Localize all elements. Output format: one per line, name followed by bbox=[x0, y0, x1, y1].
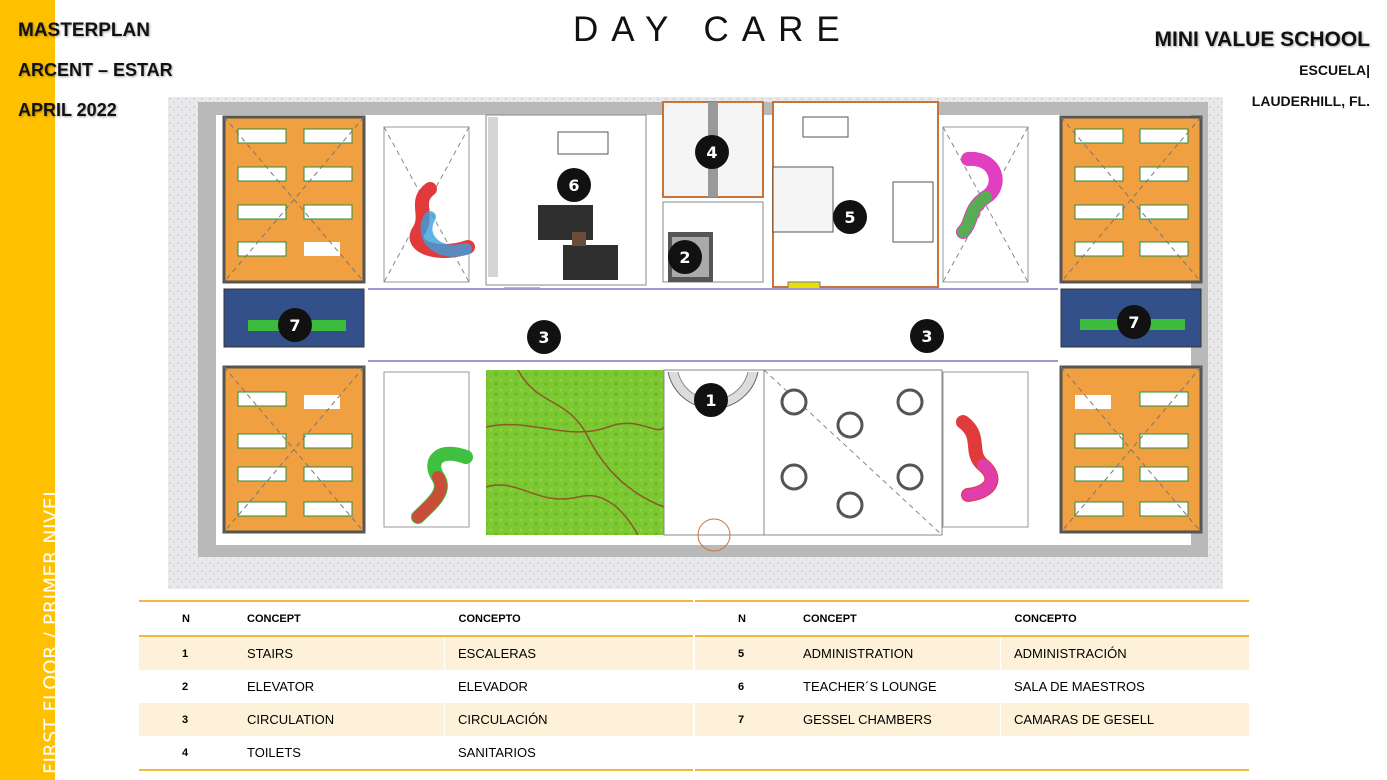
legend-concepto: CAMARAS DE GESELL bbox=[1000, 703, 1249, 736]
legend-row-empty bbox=[695, 736, 1249, 771]
legend-row: 4 TOILETS SANITARIOS bbox=[139, 736, 693, 771]
circulation-corridor bbox=[368, 289, 1058, 361]
legend-concept: GESSEL CHAMBERS bbox=[803, 703, 1001, 736]
administration-area bbox=[772, 101, 939, 299]
floor-label: FIRST FLOOR / PRIMER NIVEL bbox=[40, 485, 62, 774]
legend-row: 2 ELEVATOR ELEVADOR bbox=[139, 670, 693, 703]
legend-header-n: N bbox=[139, 600, 247, 637]
legend-row: 7 GESSEL CHAMBERS CAMARAS DE GESELL bbox=[695, 703, 1249, 736]
legend-number: 6 bbox=[738, 680, 745, 693]
page-title: DAY CARE bbox=[573, 10, 853, 49]
classroom-bottom-right bbox=[1059, 365, 1203, 534]
multipurpose-room bbox=[763, 369, 943, 536]
legend-table-left: N CONCEPT CONCEPTO 1 STAIRS ESCALERAS 2 … bbox=[139, 600, 693, 771]
school-type: ESCUELA| bbox=[1299, 62, 1370, 78]
classroom-top-left bbox=[222, 115, 366, 284]
svg-text:7: 7 bbox=[289, 316, 300, 335]
legend-header-concept: CONCEPT bbox=[247, 600, 445, 637]
marker-toilets: 4 bbox=[695, 135, 729, 169]
legend-concept bbox=[803, 736, 1001, 771]
marker-teachers-lounge: 6 bbox=[557, 168, 591, 202]
play-area-bottom-left bbox=[383, 371, 473, 528]
sidebar-band bbox=[0, 0, 55, 780]
legend-concept: STAIRS bbox=[247, 636, 445, 670]
school-name: MINI VALUE SCHOOL bbox=[1154, 28, 1370, 51]
legend-header-n: N bbox=[695, 600, 803, 637]
play-area-top-right bbox=[942, 126, 1029, 283]
legend-header-concepto: CONCEPTO bbox=[1000, 600, 1249, 637]
legend-concepto bbox=[1000, 736, 1249, 771]
garden-courtyard bbox=[486, 370, 664, 535]
svg-text:1: 1 bbox=[705, 391, 716, 410]
date-heading: APRIL 2022 bbox=[18, 100, 117, 120]
svg-text:6: 6 bbox=[568, 176, 579, 195]
legend-row: 6 TEACHER´S LOUNGE SALA DE MAESTROS bbox=[695, 670, 1249, 703]
svg-text:3: 3 bbox=[921, 327, 932, 346]
marker-circulation-left: 3 bbox=[527, 320, 561, 354]
school-location: LAUDERHILL, FL. bbox=[1251, 93, 1370, 109]
legend-number: 7 bbox=[695, 703, 803, 736]
legend-concepto: ADMINISTRACIÓN bbox=[1000, 636, 1249, 670]
legend-number: 4 bbox=[139, 736, 247, 771]
svg-text:4: 4 bbox=[706, 143, 717, 162]
legend-concepto: SANITARIOS bbox=[444, 736, 693, 771]
legend-concept: ADMINISTRATION bbox=[803, 636, 1001, 670]
legend-concept: CIRCULATION bbox=[247, 703, 445, 736]
marker-gesell-right: 7 bbox=[1117, 305, 1151, 339]
marker-administration: 5 bbox=[833, 200, 867, 234]
legend-concepto: ELEVADOR bbox=[444, 670, 693, 703]
legend-concept: TOILETS bbox=[247, 736, 445, 771]
marker-stairs: 1 bbox=[694, 383, 728, 417]
legend-concept: TEACHER´S LOUNGE bbox=[803, 679, 937, 694]
floor-plan: 1 2 3 3 4 5 6 7 7 bbox=[168, 97, 1223, 589]
legend-number bbox=[695, 736, 803, 771]
legend-table-right: N CONCEPT CONCEPTO 5 ADMINISTRATION ADMI… bbox=[695, 600, 1249, 771]
teachers-lounge bbox=[485, 114, 647, 297]
play-area-bottom-right bbox=[942, 371, 1029, 528]
classroom-bottom-left bbox=[222, 365, 366, 534]
legend-row: 1 STAIRS ESCALERAS bbox=[139, 636, 693, 670]
play-area-top-left bbox=[383, 126, 475, 283]
legend-row: 3 CIRCULATION CIRCULACIÓN bbox=[139, 703, 693, 736]
masterplan-heading: MASTERPLAN bbox=[18, 20, 150, 41]
legend-number: 3 bbox=[139, 703, 247, 736]
legend-row: 5 ADMINISTRATION ADMINISTRACIÓN bbox=[695, 636, 1249, 670]
legend-concepto: SALA DE MAESTROS bbox=[1000, 670, 1249, 703]
classroom-top-right bbox=[1059, 115, 1203, 284]
legend-concepto: CIRCULACIÓN bbox=[444, 703, 693, 736]
svg-text:3: 3 bbox=[538, 328, 549, 347]
marker-elevator: 2 bbox=[668, 240, 702, 274]
legend-number: 5 bbox=[695, 636, 803, 670]
legend-concepto: ESCALERAS bbox=[444, 636, 693, 670]
legend-number: 2 bbox=[182, 680, 189, 693]
marker-gesell-left: 7 bbox=[278, 308, 312, 342]
legend-concept: ELEVATOR bbox=[247, 679, 315, 694]
author-heading: ARCENT – ESTAR bbox=[18, 60, 173, 80]
svg-text:2: 2 bbox=[679, 248, 690, 267]
marker-circulation-right: 3 bbox=[910, 319, 944, 353]
legend-header-concepto: CONCEPTO bbox=[444, 600, 693, 637]
legend-header-concept: CONCEPT bbox=[803, 600, 1001, 637]
svg-text:7: 7 bbox=[1128, 313, 1139, 332]
svg-text:5: 5 bbox=[844, 208, 855, 227]
legend-number: 1 bbox=[139, 636, 247, 670]
